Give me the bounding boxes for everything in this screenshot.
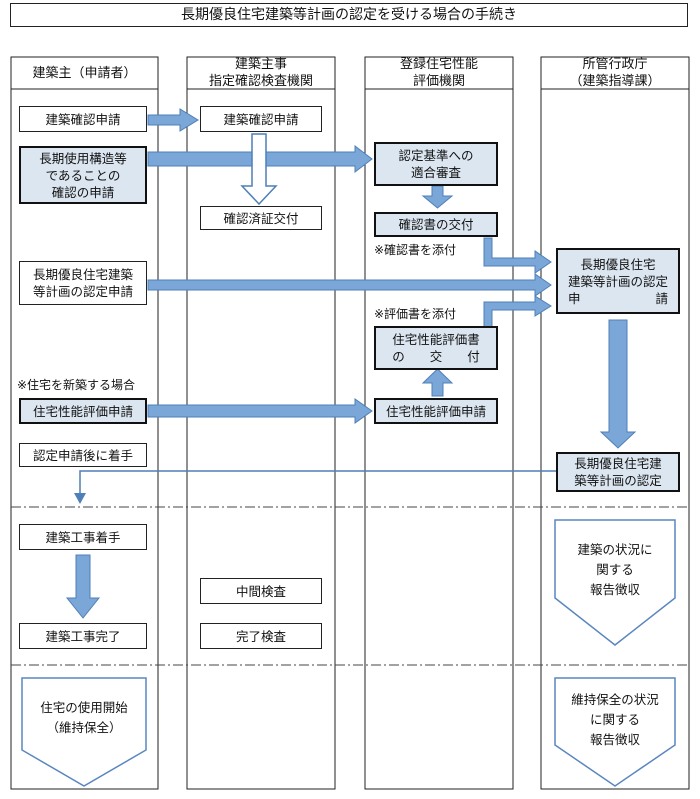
arrow-cert-to-gov bbox=[483, 237, 552, 274]
new-build-note: ※住宅を新築する場合 bbox=[17, 378, 136, 392]
arrow-performance-to-eval bbox=[147, 398, 373, 424]
lane-frames bbox=[10, 56, 690, 790]
block-arrows bbox=[65, 108, 637, 619]
pentagon-shapes bbox=[21, 519, 676, 787]
connector-arrowhead bbox=[74, 493, 86, 504]
arrow-construction-down bbox=[65, 554, 101, 619]
connectors bbox=[79, 470, 556, 495]
lane-frame-evaluation bbox=[364, 56, 514, 790]
pentagon-gov-maintenance bbox=[554, 677, 676, 787]
lane-header-inspection: 建築主事 指定確認検査機関 bbox=[208, 57, 313, 89]
plan-application-box: 長期優良住宅建築 等計画の認定申請 bbox=[19, 261, 147, 305]
lane-header-applicant: 建築主（申請者） bbox=[32, 65, 137, 81]
cert-issue-box: 確認書の交付 bbox=[374, 212, 498, 237]
pentagon-usage-start bbox=[21, 677, 147, 787]
pentagon-gov-status bbox=[554, 519, 676, 646]
construction-start-box: 建築工事着手 bbox=[19, 524, 147, 550]
eval-cert-issue-box: 住宅性能評価書 の 交 付 bbox=[374, 326, 498, 370]
phase-dividers bbox=[11, 506, 689, 666]
attach-cert-note: ※確認書を添付 bbox=[374, 243, 457, 257]
lane-frame-applicant bbox=[10, 56, 159, 790]
interim-inspection-box: 中間検査 bbox=[200, 578, 322, 604]
performance-application-box: 住宅性能評価申請 bbox=[19, 398, 147, 424]
lane-frame-government bbox=[540, 56, 690, 790]
standard-review-box: 認定基準への 適合審査 bbox=[374, 142, 498, 186]
arrow-inspection-down-hollow bbox=[240, 133, 278, 206]
arrow-eval-up bbox=[421, 368, 454, 397]
attach-eval-note: ※評価書を添付 bbox=[374, 307, 457, 321]
confirm-cert-issued-box: 確認済証交付 bbox=[200, 206, 322, 230]
gov-application-box: 長期優良住宅 建築等計画の認定 申 請 bbox=[556, 248, 680, 314]
inspection-confirm-box: 建築確認申請 bbox=[200, 106, 322, 132]
lane-header-evaluation: 登録住宅性能 評価機関 bbox=[399, 57, 478, 89]
connector-approval-to-start bbox=[79, 470, 556, 495]
page-title: 長期優良住宅建築等計画の認定を受ける場合の手続き bbox=[10, 3, 688, 27]
lane-header-government: 所管行政庁 （建築指導課） bbox=[569, 57, 661, 89]
gov-maintenance-report-text: 維持保全の状況 に関する 報告徴収 bbox=[571, 692, 659, 747]
gov-status-report-text: 建築の状況に 関する 報告徴収 bbox=[577, 542, 653, 597]
construction-complete-box: 建築工事完了 bbox=[19, 623, 147, 649]
long-term-structure-box: 長期使用構造等 であることの 確認の申請 bbox=[19, 146, 147, 204]
applicant-confirm-box: 建築確認申請 bbox=[19, 106, 147, 132]
usage-start-text: 住宅の使用開始 （維持保全） bbox=[40, 700, 128, 735]
start-after-box: 認定申請後に着手 bbox=[19, 443, 147, 467]
arrow-review-to-cert bbox=[421, 185, 454, 209]
arrow-gov-down bbox=[599, 319, 637, 449]
gov-approval-box: 長期優良住宅建 築等計画の認定 bbox=[556, 452, 680, 492]
completion-inspection-box: 完了検査 bbox=[200, 623, 322, 649]
arrow-plan-to-gov bbox=[147, 273, 552, 297]
eval-performance-application-box: 住宅性能評価申請 bbox=[374, 398, 498, 424]
arrow-confirm-to-inspection bbox=[147, 108, 199, 132]
lane-frame-inspection bbox=[186, 56, 336, 790]
